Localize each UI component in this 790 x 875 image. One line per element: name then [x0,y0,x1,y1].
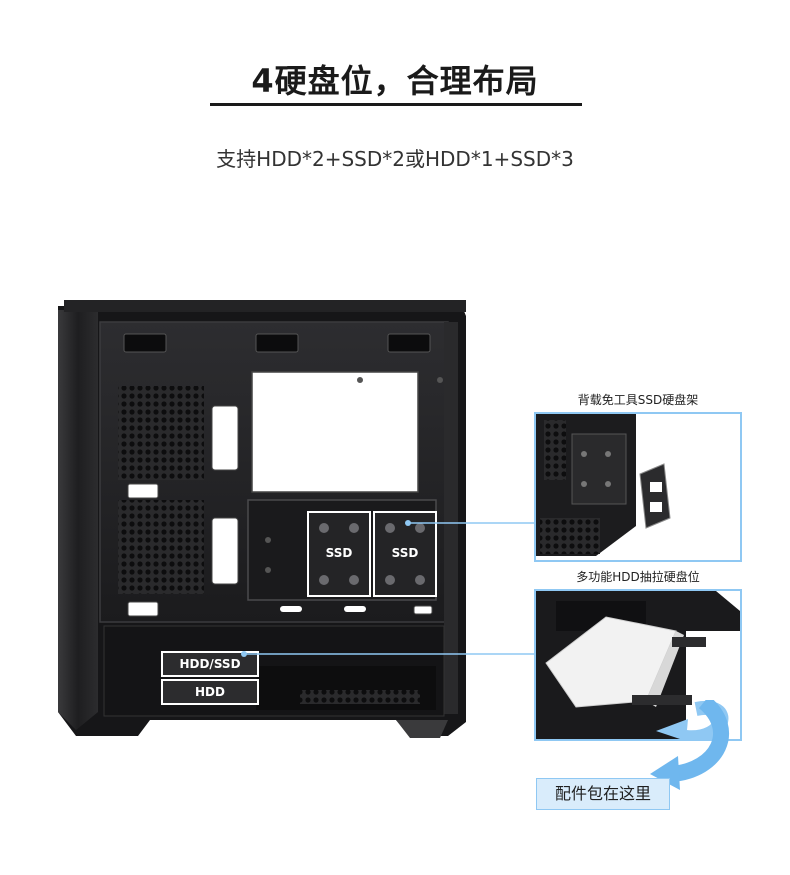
ssd-bay-label-right: SSD [391,546,419,560]
rear-ssd-bracket-inset [534,412,742,562]
curved-arrow-icon [650,700,730,790]
rear-ssd-bracket-caption: 背载免工具SSD硬盘架 [577,393,699,407]
hdd-ssd-bay-label: HDD/SSD [179,657,241,671]
accessory-pack-callout: 配件包在这里 [536,778,670,810]
rear-ssd-bracket-image [536,414,740,560]
ssd-bay-label-left: SSD [325,546,353,560]
page-subtitle: 支持HDD*2+SSD*2或HDD*1+SSD*3 [216,147,574,171]
hdd-bay-label: HDD [195,685,225,699]
hdd-drawer-caption: 多功能HDD抽拉硬盘位 [576,570,700,584]
title-underline [210,103,582,106]
page-title: 4硬盘位，合理布局 [251,62,539,100]
